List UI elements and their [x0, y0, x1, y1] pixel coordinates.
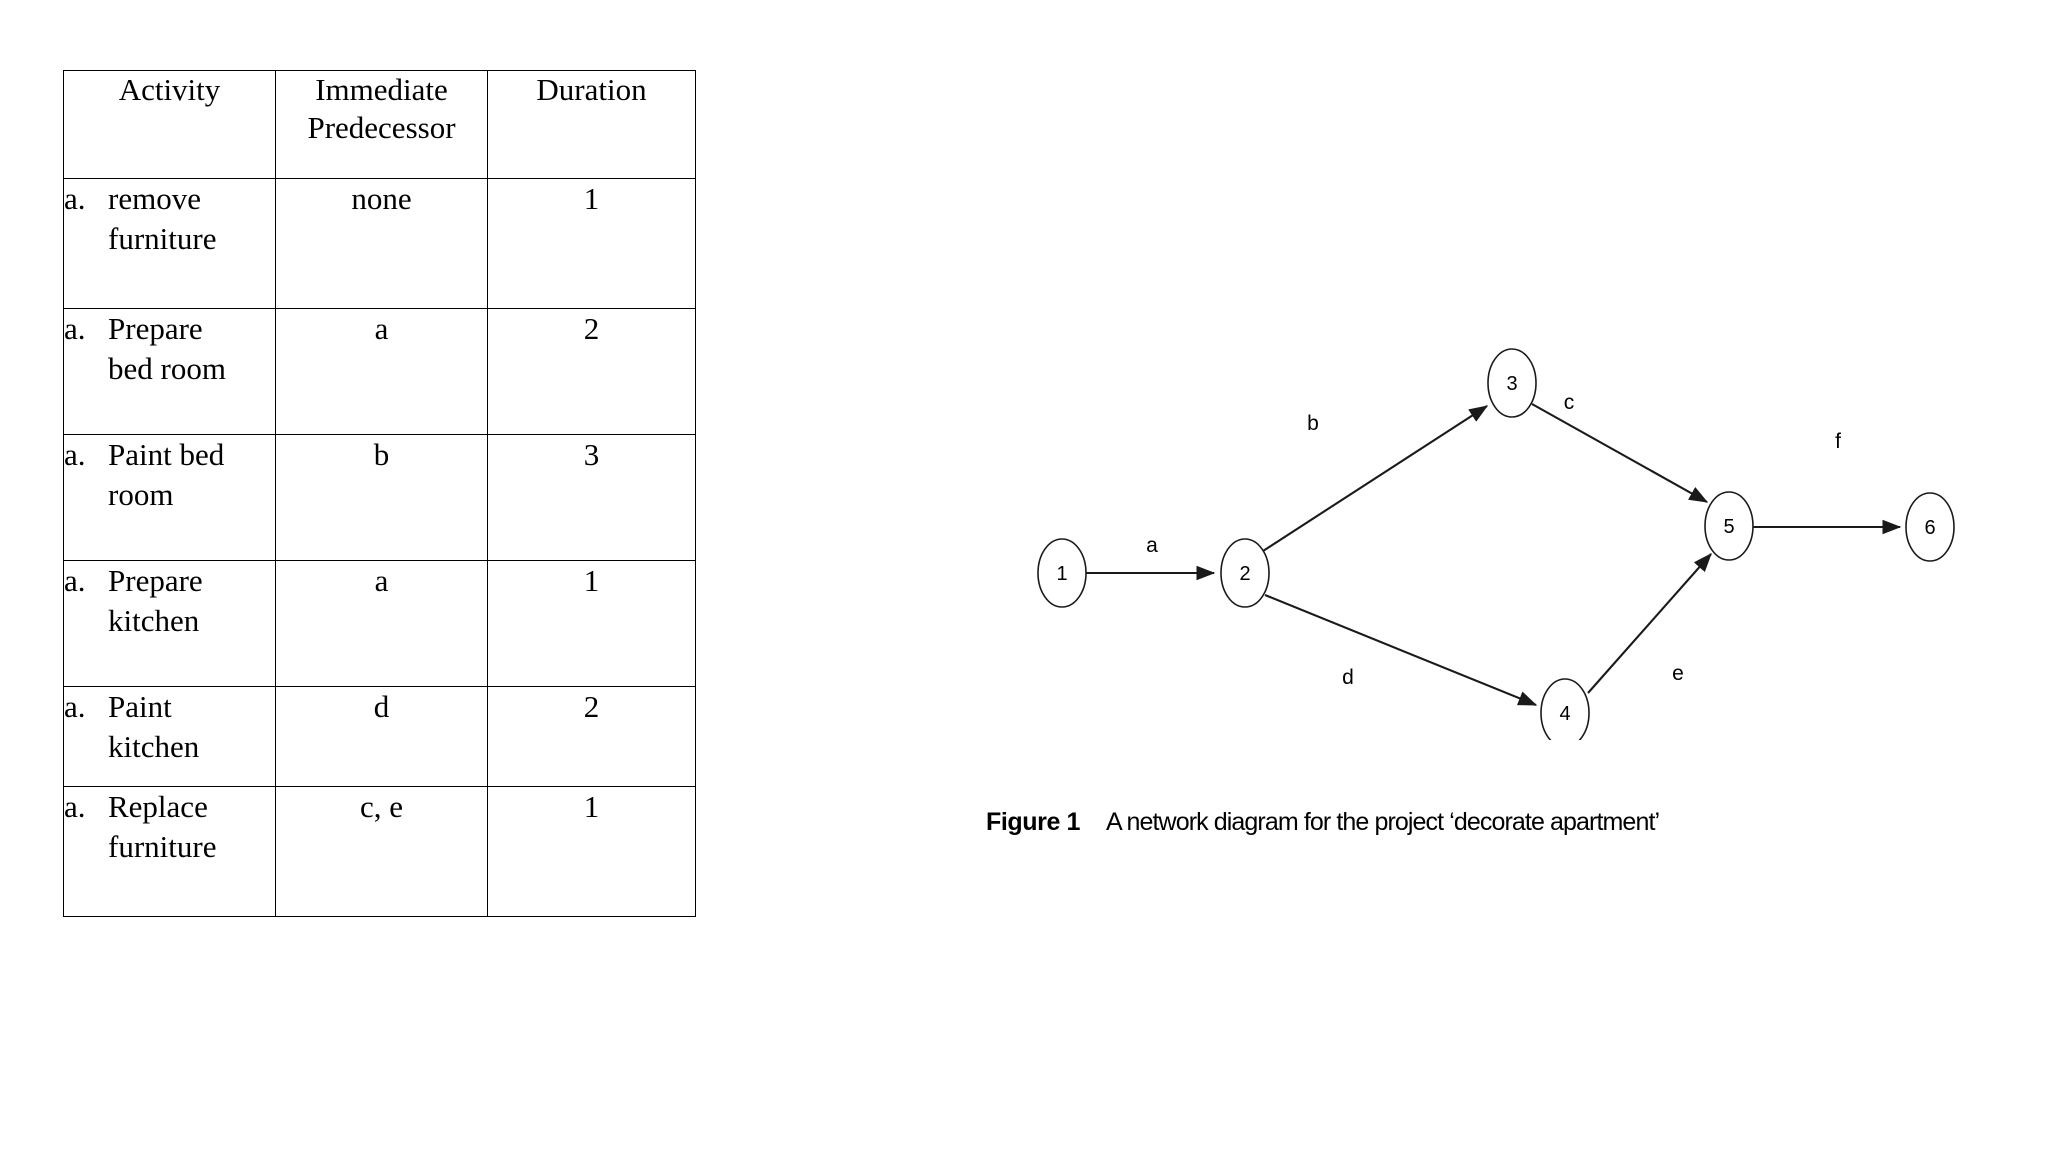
node-3-label: 3	[1506, 373, 1517, 395]
edge-label-b: b	[1307, 412, 1319, 435]
column-header-duration: Duration	[487, 70, 696, 179]
activity-line1: remove	[108, 181, 201, 216]
cell-activity: a. Paint kitchen	[63, 686, 276, 787]
node-4-label: 4	[1559, 703, 1570, 725]
column-header-immediate-predecessor: Immediate Predecessor	[275, 70, 488, 179]
cell-activity: a. remove furniture	[63, 178, 276, 309]
node-4[interactable]: 4	[1540, 678, 1590, 740]
activity-line1: Replace	[108, 789, 208, 824]
node-5[interactable]: 5	[1704, 491, 1754, 561]
cell-activity: a. Prepare bed room	[63, 308, 276, 435]
row-marker: a.	[64, 311, 86, 346]
node-5-ellipse	[1704, 491, 1754, 561]
activity-line1: Prepare	[108, 563, 203, 598]
cell-predecessor: d	[275, 686, 488, 787]
column-header-activity-text: Activity	[118, 72, 221, 107]
node-1-ellipse	[1037, 538, 1087, 608]
node-2-ellipse	[1220, 538, 1270, 608]
diagram-nodes: 1 2 3 4 5 6	[1037, 348, 1955, 740]
cell-duration: 3	[487, 434, 696, 561]
column-header-activity: Activity	[63, 70, 276, 179]
network-diagram: a b c d e f 1 2 3 4	[1000, 310, 2010, 740]
table-row: a. remove furniture none 1	[63, 178, 696, 309]
node-1-label: 1	[1056, 563, 1067, 585]
row-marker: a.	[64, 563, 86, 598]
column-header-predecessor-line1: Immediate	[315, 72, 448, 107]
node-1[interactable]: 1	[1037, 538, 1087, 608]
table-row: a. Paint bed room b 3	[63, 434, 696, 561]
cell-duration: 1	[487, 560, 696, 687]
node-3-ellipse	[1487, 348, 1537, 418]
cell-activity: a. Replace furniture	[63, 786, 276, 917]
row-marker: a.	[64, 437, 86, 472]
figure-caption-text: A network diagram for the project ‘decor…	[1106, 808, 1660, 836]
cell-duration: 1	[487, 786, 696, 917]
cell-predecessor: b	[275, 434, 488, 561]
cell-predecessor: a	[275, 308, 488, 435]
node-6[interactable]: 6	[1905, 492, 1955, 562]
cell-predecessor: c, e	[275, 786, 488, 917]
node-6-label: 6	[1924, 517, 1935, 539]
activity-line2: furniture	[108, 828, 217, 864]
node-2-label: 2	[1239, 563, 1250, 585]
cell-duration: 2	[487, 686, 696, 787]
cell-duration: 2	[487, 308, 696, 435]
activity-line1: Prepare	[108, 311, 203, 346]
activity-line2: bed room	[108, 350, 226, 386]
row-marker: a.	[64, 689, 86, 724]
figure-caption: Figure 1 A network diagram for the projec…	[986, 808, 1660, 837]
edge-c-line	[1531, 403, 1709, 503]
activity-table-container: Activity Immediate Predecessor Duration …	[63, 70, 696, 917]
column-header-predecessor-line2: Predecessor	[307, 109, 456, 145]
activity-line2: kitchen	[108, 728, 200, 764]
table-header: Activity Immediate Predecessor Duration	[63, 70, 696, 179]
diagram-edges	[1086, 403, 1902, 706]
cell-activity: a. Paint bed room	[63, 434, 276, 561]
table-row: a. Prepare kitchen a 1	[63, 560, 696, 687]
cell-predecessor: none	[275, 178, 488, 309]
edge-d-line	[1264, 594, 1538, 706]
activity-line2: kitchen	[108, 602, 200, 638]
row-marker: a.	[64, 789, 86, 824]
node-4-ellipse	[1540, 678, 1590, 740]
activity-table: Activity Immediate Predecessor Duration …	[63, 70, 696, 917]
edge-b-line	[1262, 405, 1489, 552]
node-3[interactable]: 3	[1487, 348, 1537, 418]
cell-predecessor: a	[275, 560, 488, 687]
edge-label-e: e	[1672, 662, 1684, 685]
column-header-duration-text: Duration	[536, 72, 647, 107]
table-header-row: Activity Immediate Predecessor Duration	[63, 70, 696, 179]
figure-caption-number: Figure 1	[986, 808, 1081, 836]
table-row: a. Paint kitchen d 2	[63, 686, 696, 787]
node-6-ellipse	[1905, 492, 1955, 562]
cell-duration: 1	[487, 178, 696, 309]
activity-line1: Paint bed	[108, 437, 225, 472]
activity-line2: furniture	[108, 220, 217, 256]
edge-label-d: d	[1342, 666, 1354, 689]
cell-activity: a. Prepare kitchen	[63, 560, 276, 687]
edge-label-f: f	[1835, 430, 1841, 453]
node-2[interactable]: 2	[1220, 538, 1270, 608]
activity-line1: Paint	[108, 689, 172, 724]
edge-label-a: a	[1146, 534, 1158, 557]
table-row: a. Prepare bed room a 2	[63, 308, 696, 435]
table-body: a. remove furniture none 1 a. Prepare bed ro…	[63, 178, 696, 917]
edge-e-line	[1587, 553, 1712, 694]
edge-label-c: c	[1564, 391, 1575, 414]
node-5-label: 5	[1723, 516, 1734, 538]
table-row: a. Replace furniture c, e 1	[63, 786, 696, 917]
diagram-edge-labels: a b c d e f	[1146, 391, 1841, 689]
activity-line2: room	[108, 476, 174, 512]
row-marker: a.	[64, 181, 86, 216]
